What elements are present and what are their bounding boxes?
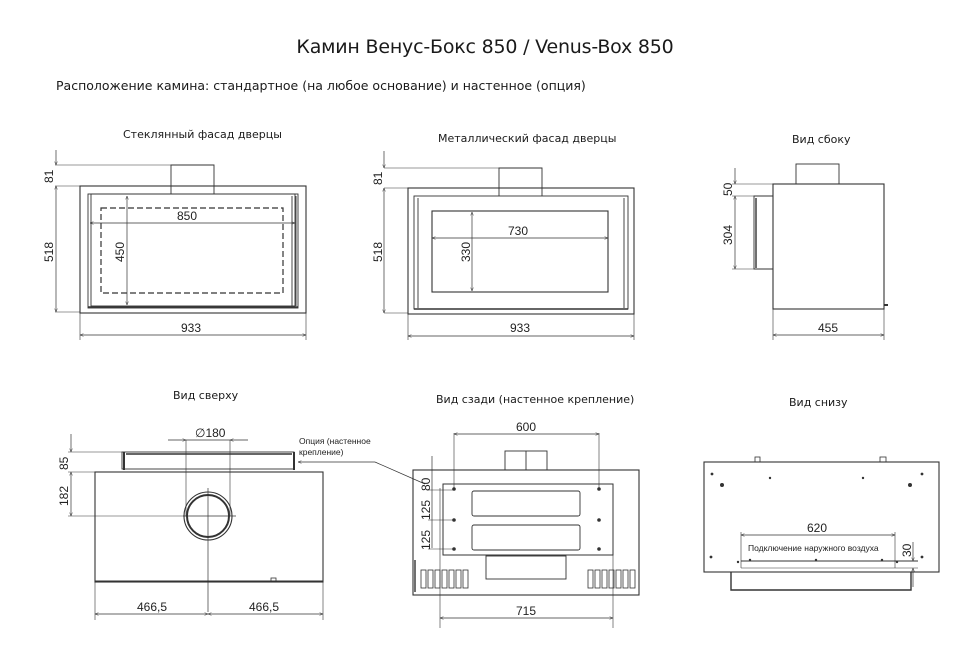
callout-wall-mount-line1: Опция (настенное [299, 436, 371, 446]
dim-glass-width: 850 [177, 209, 197, 223]
dim-glass-width-total: 933 [181, 321, 201, 335]
dim-top-flue-diameter: ∅180 [195, 426, 226, 440]
rear-view [412, 432, 640, 628]
side-view [732, 163, 888, 340]
dim-metal-width-total: 933 [510, 321, 530, 335]
dim-top-half-width-left: 466,5 [137, 600, 167, 614]
dim-rear-row-spacing-2: 125 [419, 530, 433, 550]
glass-front-view [54, 150, 307, 340]
dim-metal-window-width: 730 [508, 224, 528, 238]
dim-rear-row-spacing-1: 125 [419, 500, 433, 520]
dim-side-door-height: 304 [721, 225, 735, 245]
dim-metal-window-height: 330 [459, 242, 473, 262]
dim-glass-height: 450 [113, 242, 127, 262]
dim-top-half-width-right: 466,5 [249, 600, 279, 614]
dim-side-depth: 455 [818, 321, 838, 335]
caption-rear-view: Вид сзади (настенное крепление) [436, 393, 635, 406]
dim-rear-top-offset: 80 [419, 477, 433, 491]
dim-rear-hole-spacing: 600 [516, 420, 536, 434]
dim-metal-flue-height: 81 [371, 171, 385, 185]
dim-top-bracket-depth: 85 [57, 456, 71, 470]
dim-bottom-inlet-depth: 30 [900, 543, 914, 557]
bottom-view [703, 456, 940, 591]
dim-rear-bracket-width: 715 [516, 604, 536, 618]
dim-glass-flue-height: 81 [42, 169, 56, 183]
caption-metal-front: Металлический фасад дверцы [438, 132, 617, 145]
metal-front-view [382, 151, 635, 340]
caption-glass-front: Стеклянный фасад дверцы [123, 128, 282, 141]
dim-side-top-offset: 50 [721, 182, 735, 196]
callout-wall-mount-line2: крепление) [299, 447, 344, 457]
dim-glass-height-total: 518 [42, 242, 56, 262]
page-subtitle: Расположение камина: стандартное (на люб… [56, 78, 586, 93]
dim-top-flue-offset: 182 [57, 486, 71, 506]
dim-metal-height-total: 518 [371, 242, 385, 262]
caption-side-view: Вид сбоку [792, 133, 851, 146]
caption-top-view: Вид сверху [173, 389, 239, 402]
dim-bottom-inlet-width: 620 [807, 521, 827, 535]
top-view [68, 434, 426, 620]
caption-bottom-view: Вид снизу [789, 396, 848, 409]
page-title: Камин Венус-Бокс 850 / Venus-Box 850 [296, 36, 674, 58]
label-outside-air-inlet: Подключение наружного воздуха [748, 543, 879, 553]
